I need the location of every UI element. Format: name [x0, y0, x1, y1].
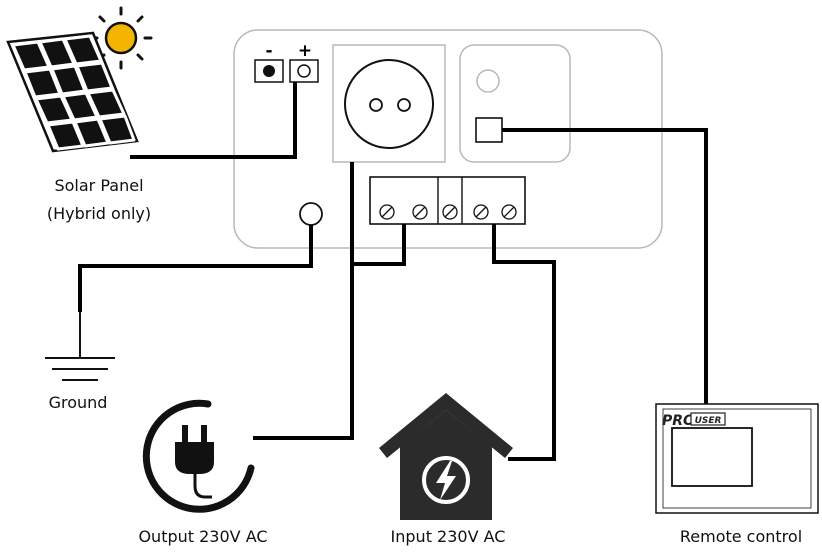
solar-panel-icon	[6, 31, 139, 153]
ground-wire	[78, 225, 313, 312]
remote-logo-pro: PRO	[662, 413, 695, 429]
ground-label: Ground	[49, 393, 108, 412]
input-label: Input 230V AC	[391, 527, 506, 546]
wires	[78, 82, 708, 461]
solar-panel-label: Solar Panel	[54, 176, 143, 195]
output-wire	[253, 162, 354, 440]
plug-icon	[142, 399, 255, 513]
remote-port	[475, 117, 503, 143]
house-lightning-icon	[379, 393, 513, 520]
ground-icon	[45, 312, 115, 381]
remote-logo-user: USER	[695, 416, 722, 426]
inverter-unit: - +	[233, 29, 663, 249]
remote-control-icon: PRO USER	[655, 403, 819, 514]
minus-terminal-label: -	[265, 41, 272, 61]
remote-wire	[502, 128, 708, 404]
solar-panel-sublabel: (Hybrid only)	[47, 204, 151, 223]
solar-terminals: - +	[254, 41, 319, 83]
input-wire	[492, 224, 556, 461]
plus-terminal-label: +	[298, 41, 312, 61]
terminal-block	[369, 176, 526, 225]
remote-screen	[671, 427, 753, 487]
socket-outlet	[332, 44, 446, 163]
ground-stud	[299, 202, 323, 226]
remote-label: Remote control	[680, 527, 802, 546]
output-label: Output 230V AC	[138, 527, 267, 546]
sun-icon	[89, 6, 153, 70]
socket-link-wire	[352, 224, 406, 266]
solar-wire	[130, 82, 297, 159]
control-panel	[459, 44, 571, 163]
